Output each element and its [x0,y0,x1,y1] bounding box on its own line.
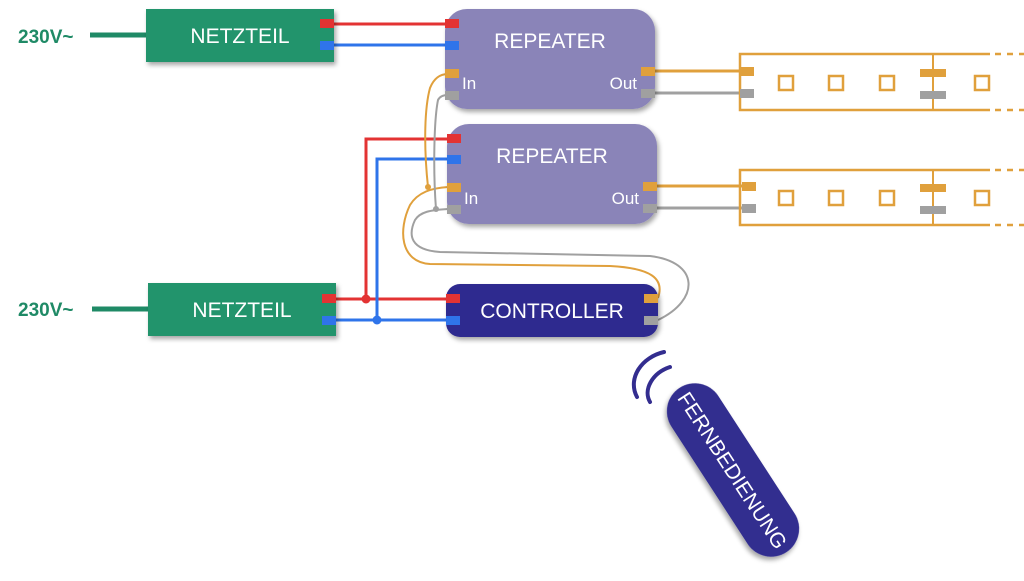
repeater-2-label: REPEATER [496,145,608,168]
power-supply-2: NETZTEIL [148,283,336,336]
led-icon [777,74,795,92]
repeater-1-out-clock-terminal [641,89,655,98]
led-strip-2-clock-pad [742,204,756,213]
repeater-2-plus-terminal [447,134,461,143]
clock-wire-chain [433,94,449,210]
led-icon [827,189,845,207]
repeater-2-out-clock-terminal [643,204,657,213]
led-strip-1-solder-pad-clock [920,91,946,99]
led-icon [878,189,896,207]
repeater-2-out-label: Out [612,189,640,208]
repeater-1-label: REPEATER [494,30,606,53]
led-icon [973,74,991,92]
minus-wire-repeater2 [375,157,448,320]
controller-box [446,284,658,337]
data-wire-chain [424,73,449,188]
controller: CONTROLLER [446,284,658,337]
repeater-2-in-label: In [464,189,478,208]
power-supply-1-minus-terminal [320,41,334,50]
led-strip-2-data-pad [742,182,756,191]
power-supply-2-box [148,283,336,336]
led-icon [973,189,991,207]
repeater-1-out-label: Out [610,74,638,93]
repeater-2-minus-terminal [447,155,461,164]
signal-waves-icon [631,350,672,404]
led-icon [827,74,845,92]
repeater-2-out-data-terminal [643,182,657,191]
controller-minus-terminal [446,316,460,325]
power-supply-2-label: NETZTEIL [192,299,291,322]
repeater-1-box [445,9,655,109]
mains-label-2: 230V~ [18,300,73,321]
led-strip-2 [738,168,1024,227]
repeater-1-minus-terminal [445,41,459,50]
led-strip-1 [738,52,1024,112]
data-wire-controller [402,186,661,299]
led-strip-2-outline [738,168,990,227]
led-strip-1-solder-pad-data [920,69,946,77]
mains-label-1: 230V~ [18,27,73,48]
remote-control-body [666,383,800,557]
repeater-2-in-clock-terminal [447,205,461,214]
power-supply-2-minus-terminal [322,316,336,325]
repeater-1-in-clock-terminal [445,91,459,100]
led-strip-1-data-pad [740,67,754,76]
led-strip-1-clock-pad [740,89,754,98]
wires [320,22,745,325]
remote-control: FERNBEDIENUNG [631,350,800,557]
mains-input-2: 230V~ [18,300,148,321]
power-supply-2-plus-terminal [322,294,336,303]
power-supply-1-box [146,9,334,62]
plus-junction [361,294,371,304]
remote-control-label: FERNBEDIENUNG [673,388,791,553]
power-supply-1-label: NETZTEIL [190,25,289,48]
controller-out-data-terminal [644,294,658,303]
repeater-2-box [447,124,657,224]
repeater-1-in-label: In [462,74,476,93]
repeater-1-plus-terminal [445,19,459,28]
mains-input-1: 230V~ [18,27,146,48]
power-supply-1-plus-terminal [320,19,334,28]
clock-junction [433,206,439,212]
repeater-2-in-data-terminal [447,183,461,192]
controller-out-clock-terminal [644,316,658,325]
data-junction [425,184,431,190]
led-strip-1-outline [738,52,990,112]
plus-wire-repeater2 [364,137,448,299]
repeater-1-out-data-terminal [641,67,655,76]
repeater-1-in-data-terminal [445,69,459,78]
minus-junction [372,315,382,325]
repeater-2: REPEATER In Out [447,124,657,224]
repeater-1: REPEATER In Out [445,9,655,109]
power-supply-1: NETZTEIL [146,9,334,62]
led-icon [878,74,896,92]
controller-label: CONTROLLER [480,300,624,323]
clock-wire-controller [410,208,690,321]
led-icon [777,189,795,207]
led-strip-2-solder-pad-clock [920,206,946,214]
led-strip-2-solder-pad-data [920,184,946,192]
controller-plus-terminal [446,294,460,303]
